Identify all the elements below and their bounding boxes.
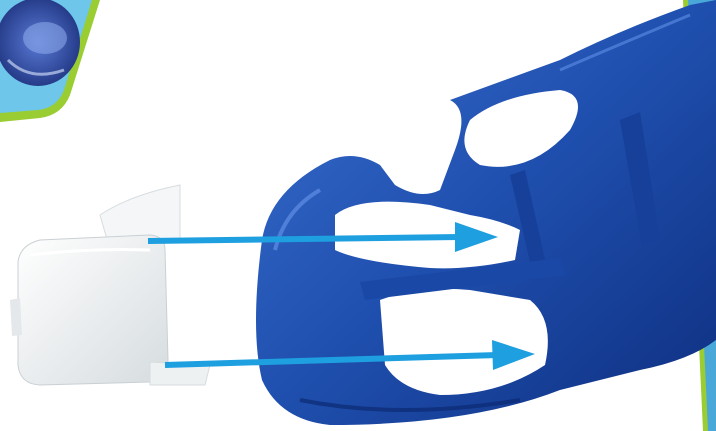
corner-badge (0, 0, 100, 122)
window-insert-part (10, 185, 210, 385)
